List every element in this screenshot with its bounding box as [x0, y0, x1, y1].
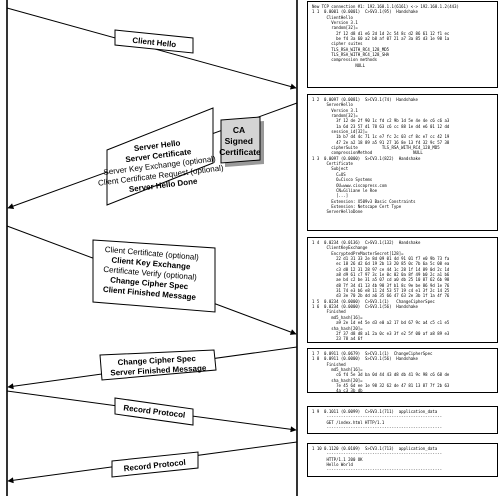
client-hello-box: [114, 29, 194, 54]
trace-box-client-hello: New TCP connection #1: 192.168.1.1(6161)…: [307, 1, 498, 88]
record-protocol-box-1: [114, 397, 194, 426]
trace-box-server-hello: 1 2 0.0097 (0.0081) S>CV3.1(74) Handshak…: [307, 94, 498, 231]
packet-trace-column: New TCP connection #1: 192.168.1.1(6161)…: [307, 1, 500, 495]
client-key-exchange-box: [92, 239, 216, 313]
trace-text-application-request: 1 9 0.1011 (0.0099) C>SV3.1(711) applica…: [312, 409, 443, 431]
record-protocol-box-2: [111, 451, 199, 478]
trace-text-server-hello: 1 2 0.0097 (0.0081) S>CV3.1(74) Handshak…: [312, 97, 450, 215]
trace-box-client-key-exchange: 1 4 0.0234 (0.0136) C>SV3.1(132) Handsha…: [307, 237, 498, 343]
trace-text-change-cipher-spec: 1 7 0.0911 (0.0679) S>CV3.1(1) ChangeCip…: [312, 351, 450, 393]
trace-box-application-request: 1 9 0.1011 (0.0099) C>SV3.1(711) applica…: [307, 406, 498, 434]
change-cipher-spec-text: Change Cipher Spec: [117, 354, 196, 367]
server-hello-box: [106, 107, 214, 206]
trace-box-application-response: 1 10 0.1120 (0.0109) S>CV3.1(713) applic…: [307, 443, 498, 477]
ca-signed-certificate-badge: [220, 116, 261, 164]
trace-text-application-response: 1 10 0.1120 (0.0109) S>CV3.1(713) applic…: [312, 446, 443, 473]
client-key-exchange-label: Client Certificate (optional) Client Key…: [101, 245, 201, 302]
trace-text-client-hello: New TCP connection #1: 192.168.1.1(6161)…: [312, 4, 459, 68]
trace-text-client-key-exchange: 1 4 0.0234 (0.0136) C>SV3.1(132) Handsha…: [312, 240, 450, 342]
ca-badge-label: CA Signed Certificate: [219, 125, 261, 157]
change-cipher-spec-label: Change Cipher Spec Server Finished Messa…: [110, 353, 207, 377]
change-cipher-spec-box: [99, 349, 217, 381]
trace-box-change-cipher-spec: 1 7 0.0911 (0.0679) S>CV3.1(1) ChangeCip…: [307, 348, 498, 393]
